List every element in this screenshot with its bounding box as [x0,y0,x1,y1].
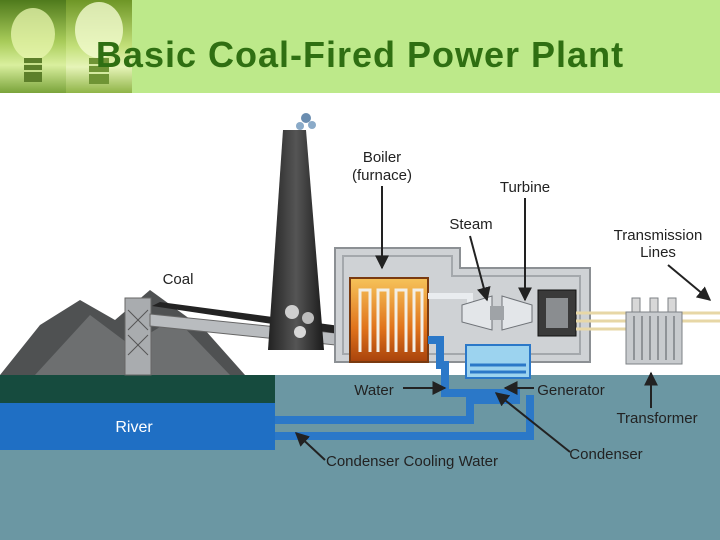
transformer-label: Transformer [616,410,697,427]
page-title: Basic Coal-Fired Power Plant [95,34,625,75]
cooling-water-arrow [294,432,326,461]
condenser-label: Condenser [569,446,642,463]
river [0,403,275,450]
boiler-label: Boiler [363,149,401,166]
condenser-cooling-water-label: Condenser Cooling Water [326,453,498,470]
power-plant-diagram: Boiler (furnace) Turbine Steam Transmiss… [0,113,720,540]
title-banner: Basic Coal-Fired Power Plant [0,0,720,93]
turbine-label: Turbine [500,179,550,196]
steam-label: Steam [449,216,492,233]
cooling-water-pipe [275,395,534,440]
transmission-label: Lines [640,244,676,261]
transmission-label: Transmission [614,227,703,244]
river-label: River [115,419,153,436]
boiler [349,277,429,363]
lightbulb-image [66,0,132,93]
generator-label: Generator [537,382,605,399]
condenser-arrow [494,392,571,453]
lightbulb-image [0,0,66,93]
river-bank [0,375,275,403]
water-pipe [428,336,520,397]
boiler-label: (furnace) [352,167,412,184]
steam-arrow [469,235,491,302]
condenser [465,344,531,379]
transmission-arrow [667,264,712,301]
turbine [461,295,533,331]
generator [537,289,577,337]
transformer [625,297,683,365]
water-label: Water [354,382,393,399]
coal-label: Coal [163,271,194,288]
smokestack [268,113,324,350]
